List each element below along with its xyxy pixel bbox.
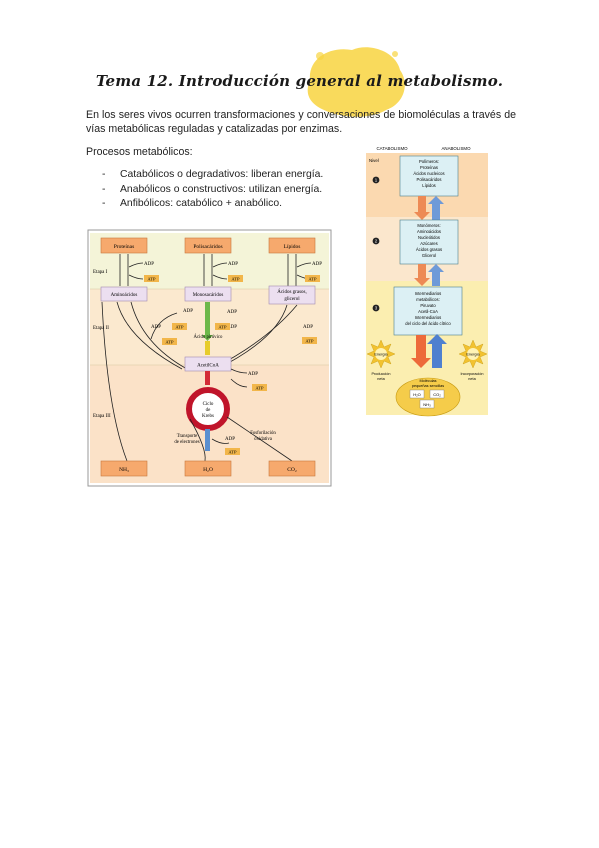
adp-label: ADP (312, 262, 322, 267)
svg-text:Monómeros:: Monómeros: (417, 223, 440, 228)
svg-text:Glicerol: Glicerol (422, 253, 436, 258)
atp-label: ATP (165, 340, 174, 345)
mid-box-label: Aminoácidos (111, 293, 138, 298)
adp-label: ADP (228, 262, 238, 267)
adp-label: ADP (227, 325, 237, 330)
adp-label: ADP (183, 309, 193, 314)
svg-text:Intermediarios: Intermediarios (415, 291, 442, 296)
adp-label: ADP (227, 310, 237, 315)
level-number: 1 (375, 178, 378, 183)
list-item: Catabólicos o degradativos: liberan ener… (102, 168, 323, 183)
svg-text:Nucleótidos: Nucleótidos (418, 235, 440, 240)
top-box-label: Lípidos (284, 244, 301, 250)
list-item: Anfibólicos: catabólico + anabólico. (102, 197, 323, 212)
transporte-label: Transporte (177, 434, 198, 439)
adp-label: ADP (303, 325, 313, 330)
energia-label: Energía (466, 353, 480, 357)
atp-label: ATP (231, 277, 240, 282)
krebs-label: de (206, 408, 212, 413)
stage-label: Etapa III (93, 414, 111, 419)
svg-text:Proteínas: Proteínas (420, 165, 438, 170)
bottom-box-label: H₂O (203, 467, 213, 473)
bottom-box-label: NH₃ (119, 467, 129, 473)
molecule-label: NH₃ (423, 402, 431, 407)
adp-label: ADP (151, 325, 161, 330)
list-item: Anabólicos o constructivos: utilizan ene… (102, 183, 323, 198)
bottom-box-label: CO₂ (287, 467, 297, 473)
mid-box-label: glicerol (284, 297, 300, 302)
svg-text:del ciclo del ácido cítrico: del ciclo del ácido cítrico (405, 321, 451, 326)
atp-label: ATP (228, 450, 237, 455)
svg-text:metabólicos:: metabólicos: (416, 297, 440, 302)
svg-text:Intermediarios: Intermediarios (415, 315, 442, 320)
atp-label: ATP (308, 277, 317, 282)
header-label: ANABOLISMO (441, 146, 471, 151)
yellow-highlight-stain (307, 47, 405, 117)
svg-text:Aminoácidos: Aminoácidos (417, 229, 441, 234)
stage-label: Etapa II (93, 326, 109, 331)
krebs-label: Krebs (202, 414, 214, 419)
energy-burst-icon (366, 339, 396, 369)
svg-text:Polisacáridos: Polisacáridos (417, 177, 442, 182)
atp-label: ATP (305, 339, 314, 344)
svg-text:neta: neta (468, 377, 476, 381)
svg-text:pequeñas sencillas: pequeñas sencillas (412, 384, 444, 388)
stage-label: Etapa I (93, 270, 108, 275)
top-box-label: Polisacáridos (193, 244, 222, 250)
atp-label: ATP (218, 325, 227, 330)
svg-text:Azúcares: Azúcares (420, 241, 437, 246)
adp-label: ADP (248, 372, 258, 377)
transporte-label: de electrones (174, 440, 199, 445)
atp-label: ATP (255, 386, 264, 391)
mid-box-label: Monosacáridos (193, 293, 224, 298)
page-title: Tema 12. Introducción general al metabol… (95, 72, 504, 90)
nivel-label: Nivel (369, 158, 379, 163)
adp-label: ADP (144, 262, 154, 267)
svg-text:Acetil-CoA: Acetil-CoA (418, 309, 438, 314)
molecule-label: CO₂ (433, 392, 441, 397)
molecule-label: H₂O (413, 392, 421, 397)
energy-burst-icon (458, 339, 488, 369)
svg-text:Polímeros:: Polímeros: (419, 159, 439, 164)
krebs-label: Ciclo (203, 402, 214, 407)
catabolism-anabolism-diagram: CATABOLISMO ANABOLISMO Nivel 1 2 3 Polím… (366, 144, 488, 420)
svg-text:neta: neta (377, 377, 385, 381)
fosforilacion-label: oxidativa (254, 437, 273, 442)
procesos-list: Catabólicos o degradativos: liberan ener… (102, 168, 323, 212)
header-label: CATABOLISMO (376, 146, 408, 151)
top-box-label: Proteínas (114, 244, 134, 250)
svg-text:Ácidos nucleicos: Ácidos nucleicos (413, 171, 444, 176)
piruvico-label: Ácido pirúvico (194, 334, 224, 340)
acetil-label: AcetilCoA (197, 364, 219, 369)
fosforilacion-label: Fosforilación (250, 431, 276, 436)
mid-box-label: Ácidos grasos, (277, 289, 306, 295)
level-number: 2 (375, 239, 378, 244)
atp-label: ATP (147, 277, 156, 282)
svg-text:Ácidos grasos: Ácidos grasos (416, 247, 442, 252)
svg-text:Piruvato: Piruvato (420, 303, 436, 308)
svg-text:Lípidos: Lípidos (422, 183, 436, 188)
intro-paragraph: En los seres vivos ocurren transformacio… (86, 109, 516, 135)
svg-text:Moléculas: Moléculas (419, 379, 436, 383)
svg-text:Producción: Producción (372, 372, 391, 376)
svg-text:Incorporación: Incorporación (460, 372, 483, 376)
energia-label: Energía (374, 353, 388, 357)
procesos-heading: Procesos metabólicos: (86, 146, 193, 158)
adp-label: ADP (225, 437, 235, 442)
level-number: 3 (375, 306, 378, 311)
metabolism-stages-diagram: Etapa I Etapa II Etapa III Proteínas Pol… (87, 229, 332, 487)
atp-label: ATP (175, 325, 184, 330)
